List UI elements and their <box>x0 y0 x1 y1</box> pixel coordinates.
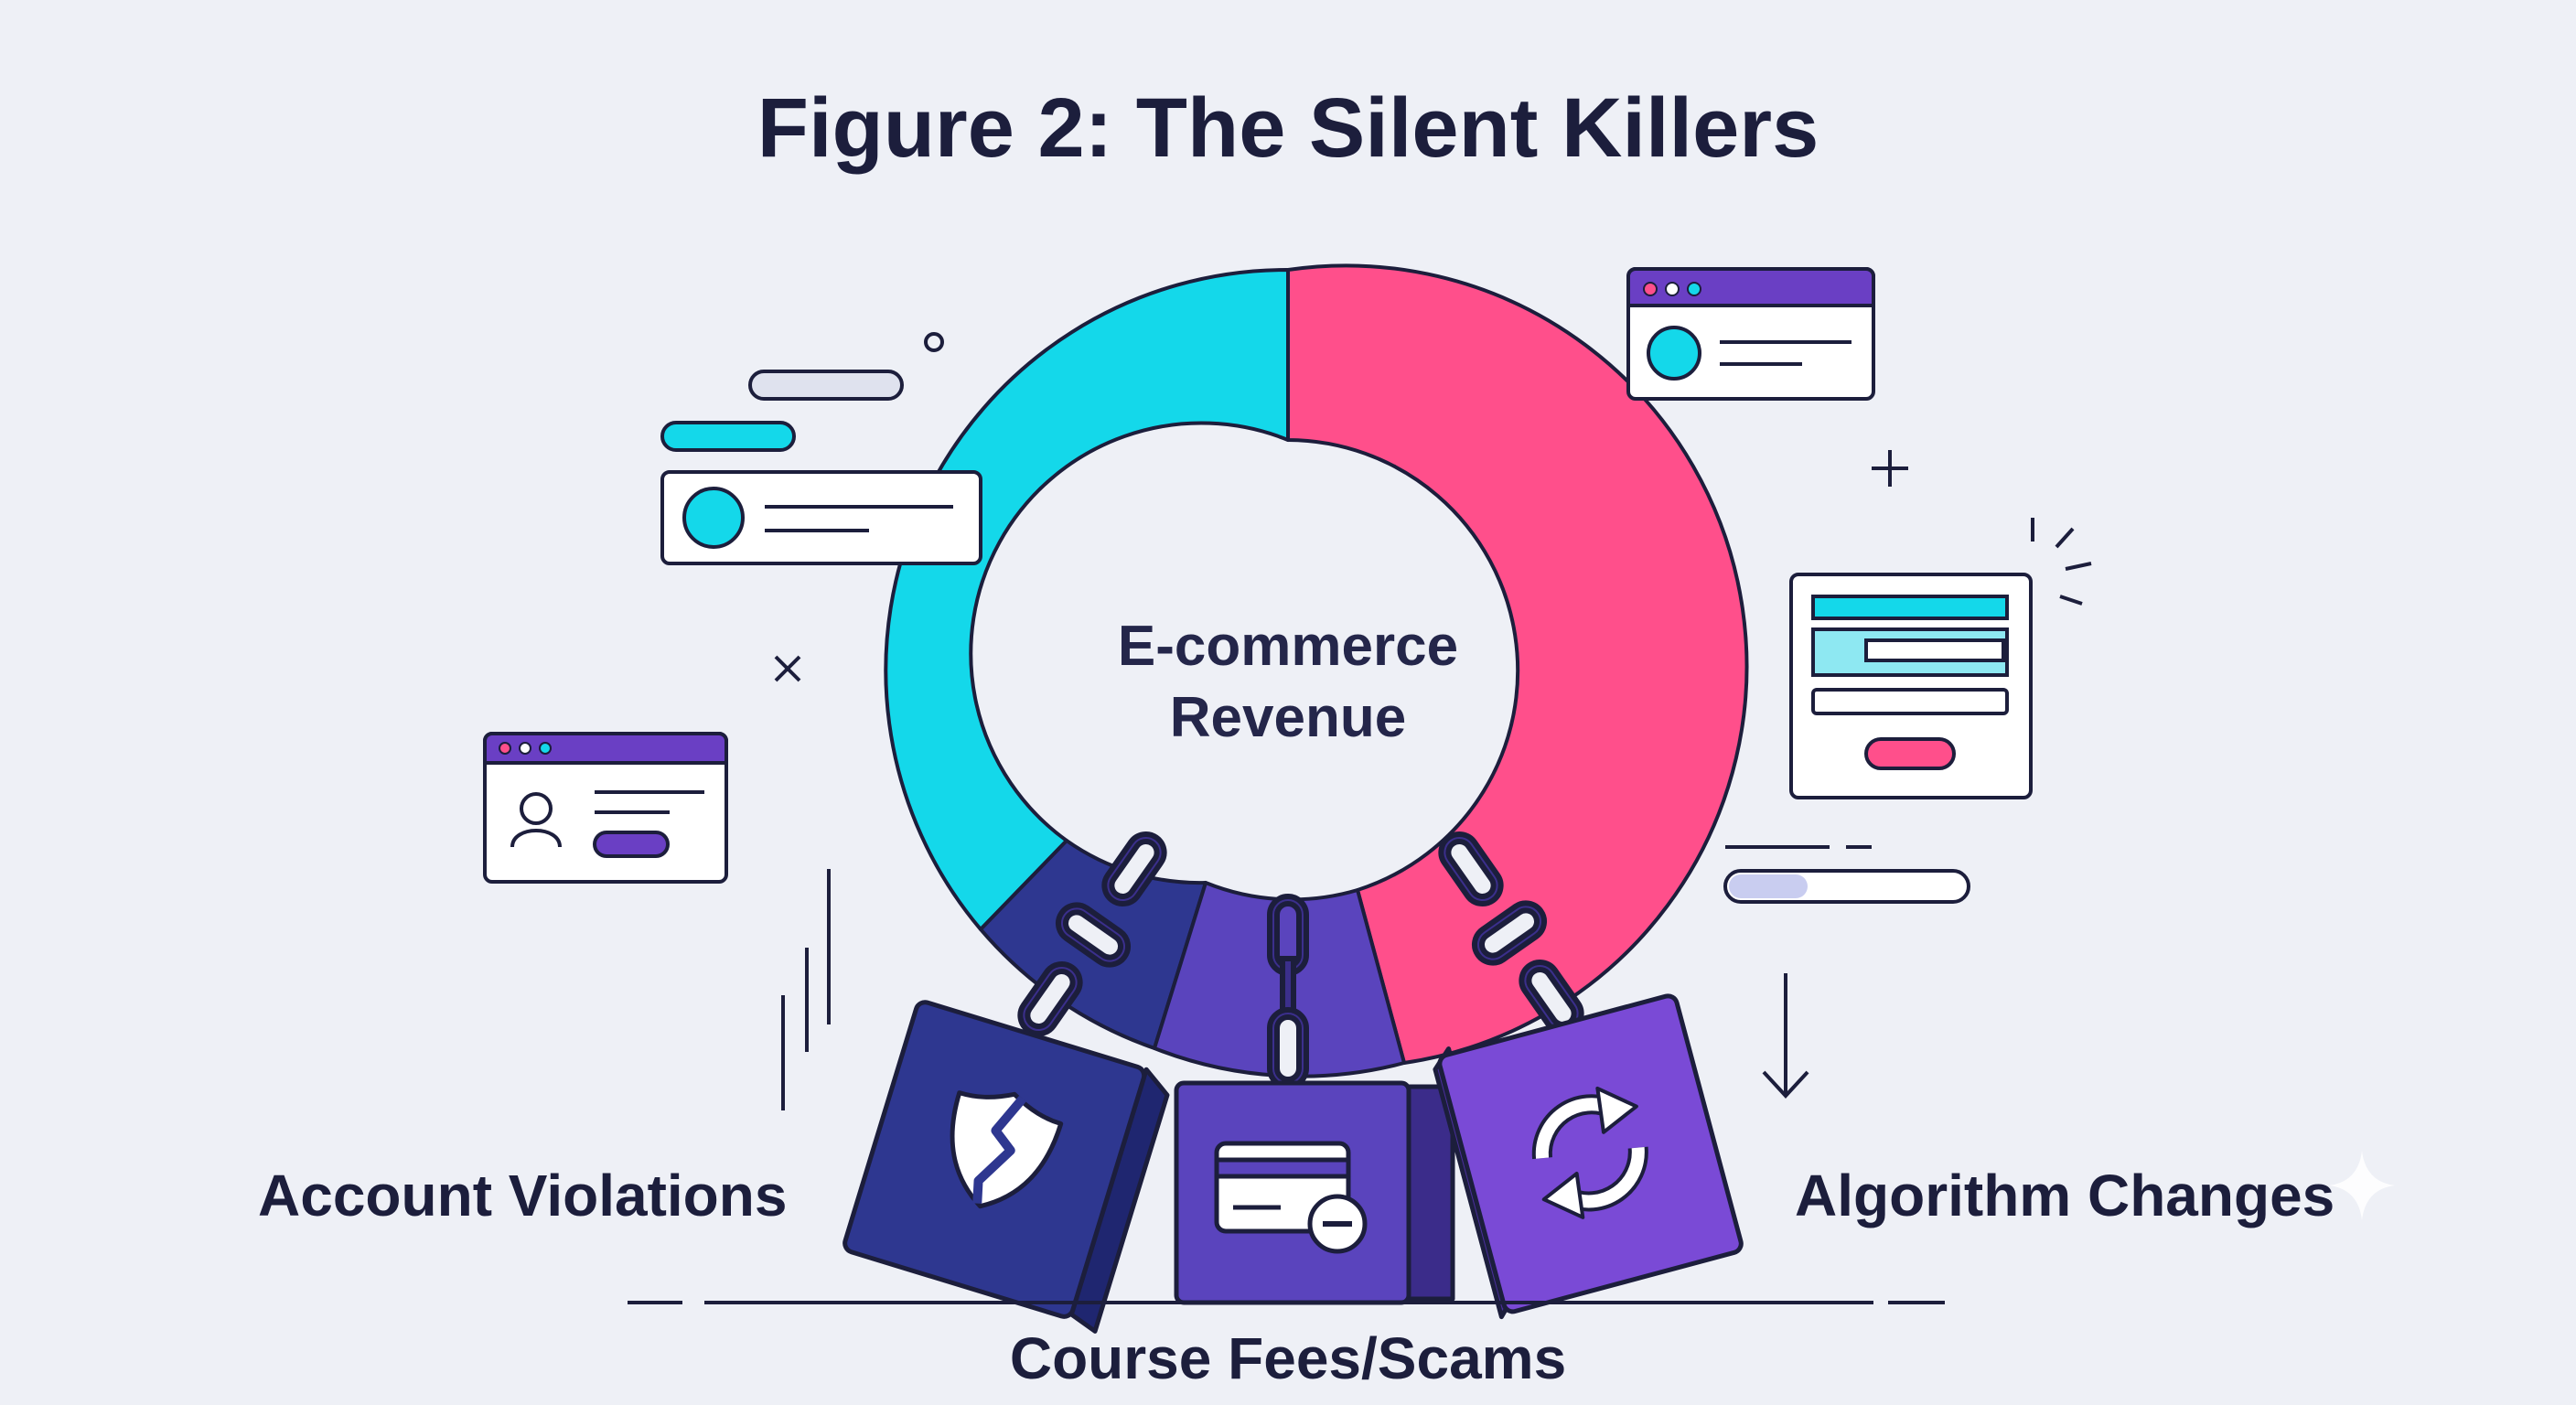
center-label-line2: Revenue <box>1169 686 1407 749</box>
donut-segment-cyan <box>884 267 1290 931</box>
decor-progress-bar <box>1723 845 1970 904</box>
label-account-violations: Account Violations <box>258 1163 788 1228</box>
figure-title: Figure 2: The Silent Killers <box>757 81 1819 175</box>
decor-plus-mark <box>1872 450 1908 487</box>
decor-motion-lines-left <box>781 869 831 1110</box>
credit-card-minus-icon <box>1214 1141 1368 1254</box>
center-label-line1: E-commerce <box>1117 615 1459 678</box>
padlock-course-fees <box>1174 1080 1455 1305</box>
center-label: E-commerce Revenue <box>1059 611 1517 754</box>
refresh-arrows-icon <box>1531 1086 1648 1219</box>
revenue-donut <box>884 263 1749 1078</box>
label-course-fees-scams: Course Fees/Scams <box>1009 1325 1567 1391</box>
padlock-algorithm-changes <box>1433 993 1744 1320</box>
decor-sparkle-lines <box>2031 518 2092 606</box>
decor-profile-window <box>483 732 728 884</box>
donut-segment-purple <box>1153 881 1406 1078</box>
padlock-account-violations <box>843 1000 1170 1334</box>
decor-x-mark <box>774 655 801 682</box>
decor-card-top-left <box>660 332 982 565</box>
sparkle-star-icon <box>2329 1151 2395 1220</box>
chain-middle <box>1267 894 1309 1089</box>
broken-shield-icon <box>950 1090 1064 1209</box>
arrow-down-icon <box>1762 973 1809 1099</box>
user-icon <box>510 792 562 848</box>
chain-left <box>1017 831 1167 1037</box>
label-algorithm-changes: Algorithm Changes <box>1795 1163 2335 1228</box>
chain-right <box>1438 831 1584 1035</box>
decor-form-window <box>1789 573 2033 799</box>
decor-browser-top-right <box>1626 267 1875 401</box>
